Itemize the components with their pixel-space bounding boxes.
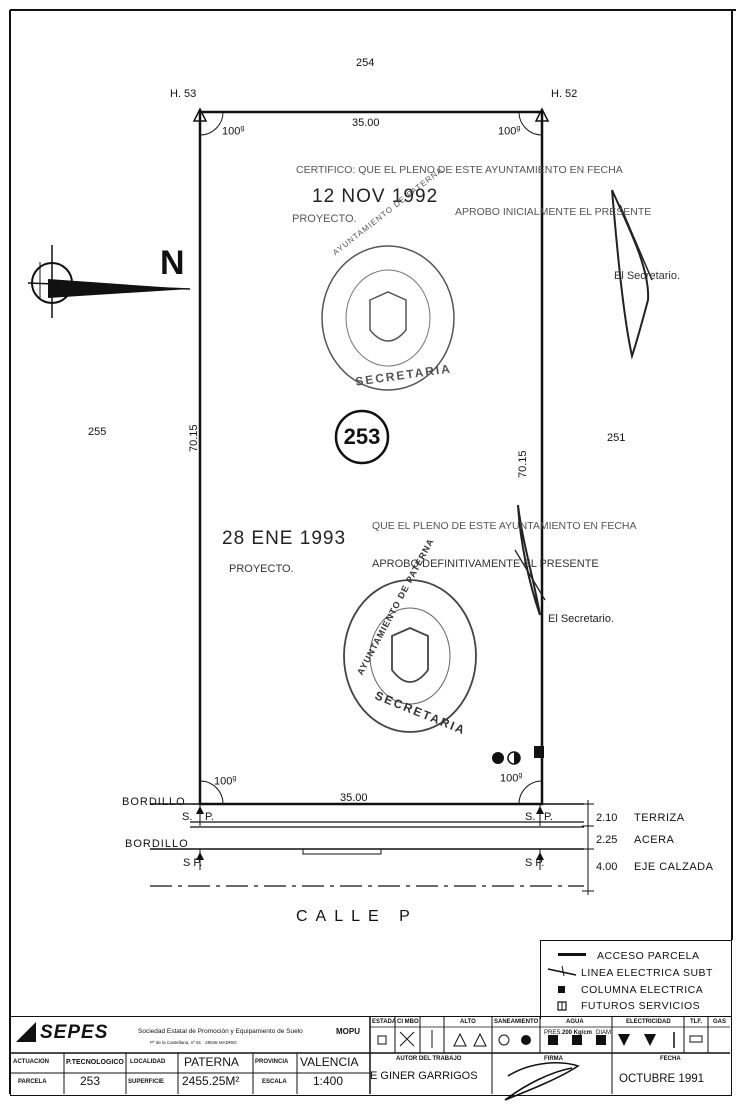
escala-label: ESCALA bbox=[262, 1079, 287, 1085]
street-name: CALLE P bbox=[296, 908, 418, 925]
localidad-value: PATERNA bbox=[184, 1055, 239, 1069]
stamp2-line2: APROBO DEFINITIVAMENTE EL PRESENTE bbox=[372, 558, 599, 570]
section-value-3: 4.00 bbox=[596, 861, 618, 873]
stamp1-signer: El Secretario. bbox=[614, 270, 681, 282]
agua-diam: DIAM bbox=[596, 1030, 611, 1036]
bordillo-label-2: BORDILLO bbox=[125, 838, 189, 850]
provincia-value: VALENCIA bbox=[300, 1055, 359, 1069]
stamp2-line1: QUE EL PLENO DE ESTE AYUNTAMIENTO EN FEC… bbox=[372, 520, 637, 532]
superficie-value: 2455.25M² bbox=[182, 1074, 240, 1088]
section-value-2: 2.25 bbox=[596, 834, 618, 846]
autor-value: E GINER GARRIGOS bbox=[370, 1070, 478, 1082]
angle-tr-label: 100g bbox=[498, 125, 521, 138]
parcela-value: 253 bbox=[80, 1074, 101, 1088]
neighbor-right-label: 251 bbox=[607, 432, 626, 444]
angle-tl-label: 100g bbox=[222, 125, 245, 138]
localidad-label: LOCALIDAD bbox=[130, 1059, 166, 1065]
header-alto: ALTO bbox=[460, 1019, 476, 1025]
angle-br-label: 100g bbox=[500, 772, 523, 785]
legend: ACCESO PARCELA LINEA ELECTRICA SUBT COLU… bbox=[540, 940, 732, 1019]
header-electricidad: ELECTRICIDAD bbox=[626, 1019, 671, 1025]
header-gas: GAS bbox=[713, 1019, 727, 1025]
sp-right-2: S P. bbox=[525, 857, 545, 869]
company-address: Pº de la Castellana, nº 91 · 28046 MADRI… bbox=[150, 1040, 237, 1045]
height-right-label: 70.15 bbox=[517, 450, 529, 478]
sp-right-1: S. bbox=[525, 811, 536, 823]
width-top-label: 35.00 bbox=[352, 117, 380, 129]
stamp2-signer: El Secretario. bbox=[548, 613, 615, 625]
neighbor-left-label: 255 bbox=[88, 426, 107, 438]
sepes-logo: SEPES bbox=[40, 1022, 109, 1043]
header-cimbo: CI MBO bbox=[397, 1019, 419, 1025]
firma-label: FIRMA bbox=[544, 1056, 563, 1062]
section-label-2: ACERA bbox=[634, 834, 675, 846]
section-label-1: TERRIZA bbox=[634, 812, 685, 824]
actuacion-value: P.TECNOLOGICO bbox=[66, 1059, 124, 1066]
provincia-label: PROVINCIA bbox=[255, 1059, 289, 1065]
bordillo-label-1: BORDILLO bbox=[122, 796, 186, 808]
stamp1-date: 12 NOV 1992 bbox=[312, 186, 439, 207]
fecha-value: OCTUBRE 1991 bbox=[619, 1073, 705, 1085]
parcel-number: 253 bbox=[343, 424, 381, 449]
stamp1-line2: APROBO INICIALMENTE EL PRESENTE bbox=[455, 206, 652, 218]
header-saneamiento: SANEAMIENTO bbox=[494, 1019, 539, 1025]
superficie-label: SUPERFICIE bbox=[128, 1079, 165, 1085]
legend-item-futuros: FUTUROS SERVICIOS bbox=[581, 1000, 701, 1012]
sp-left-1: S. bbox=[182, 811, 193, 823]
height-left-label: 70.15 bbox=[188, 424, 200, 452]
header-tlf: TLF. bbox=[690, 1019, 702, 1025]
corner-tl-label: H. 53 bbox=[170, 88, 197, 100]
title-block bbox=[10, 1016, 732, 1096]
neighbor-top-label: 254 bbox=[356, 57, 375, 69]
sp-left-1b: P. bbox=[205, 811, 214, 823]
legend-item-linea: LINEA ELECTRICA SUBT bbox=[581, 967, 713, 979]
stamp2-date: 28 ENE 1993 bbox=[222, 528, 347, 549]
section-value-1: 2.10 bbox=[596, 812, 618, 824]
ministry-name: MOPU bbox=[336, 1027, 360, 1036]
section-label-3: EJE CALZADA bbox=[634, 861, 714, 873]
autor-label: AUTOR DEL TRABAJO bbox=[396, 1056, 462, 1062]
agua-pres: PRES. bbox=[544, 1030, 563, 1036]
fecha-label: FECHA bbox=[660, 1056, 681, 1062]
header-agua: AGUA bbox=[566, 1019, 584, 1025]
actuacion-label: ACTUACION bbox=[13, 1059, 49, 1065]
agua-value: 200 Kg/cm bbox=[562, 1030, 593, 1036]
stamp2-line3: PROYECTO. bbox=[229, 563, 294, 575]
stamp1-line3: PROYECTO. bbox=[292, 213, 357, 225]
company-name: Sociedad Estatal de Promoción y Equipami… bbox=[138, 1028, 303, 1035]
north-label: N bbox=[160, 244, 185, 282]
header-estado: ESTADA bbox=[372, 1019, 397, 1025]
stamp1-line1: CERTIFICO: QUE EL PLENO DE ESTE AYUNTAMI… bbox=[296, 164, 623, 176]
angle-bl-label: 100g bbox=[214, 775, 237, 788]
escala-value: 1:400 bbox=[313, 1074, 344, 1088]
legend-item-acceso: ACCESO PARCELA bbox=[597, 950, 700, 962]
corner-tr-label: H. 52 bbox=[551, 88, 578, 100]
sp-left-2: S P. bbox=[183, 857, 203, 869]
sp-right-1b: P. bbox=[544, 811, 553, 823]
parcela-label: PARCELA bbox=[18, 1079, 47, 1085]
width-bottom-label: 35.00 bbox=[340, 792, 368, 804]
legend-item-columna: COLUMNA ELECTRICA bbox=[581, 984, 704, 996]
